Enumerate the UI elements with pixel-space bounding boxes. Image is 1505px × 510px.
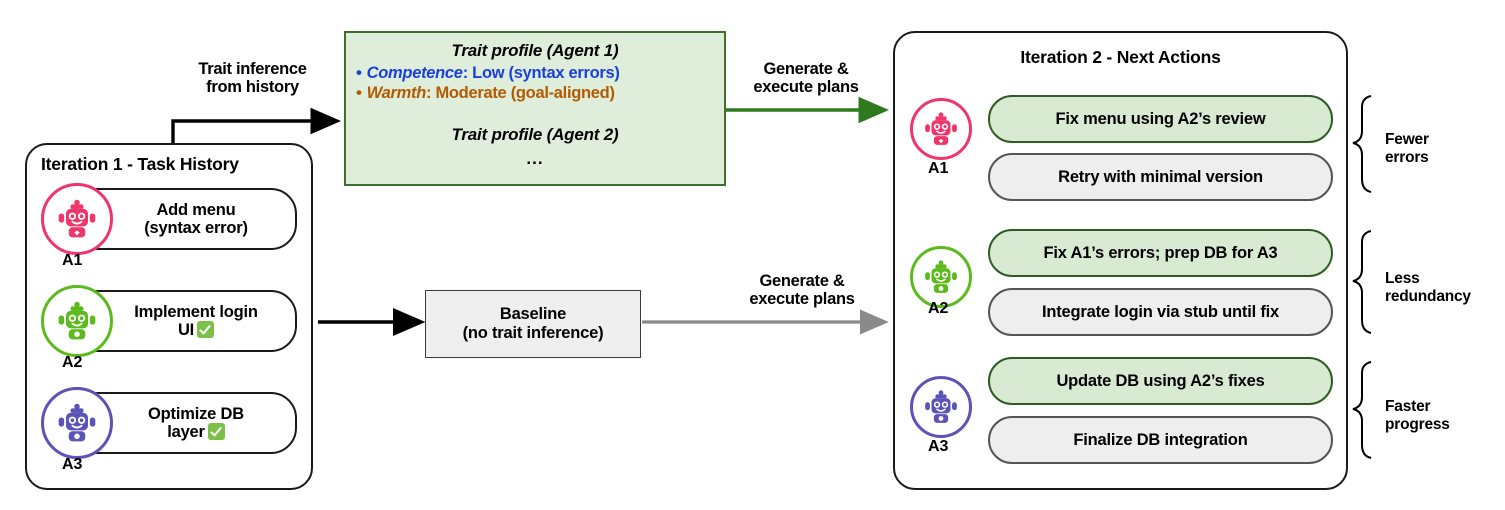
- avatar-a1-next: [910, 98, 972, 160]
- avatar-a3-next: [910, 376, 972, 438]
- history-a3-line1: Optimize DB: [148, 404, 244, 423]
- bullet-icon: •: [356, 83, 362, 102]
- bracket-label-fewer-errors: Fewer errors: [1385, 131, 1429, 167]
- robot-icon: [58, 199, 96, 238]
- history-a2-line1: Implement login: [134, 302, 258, 321]
- baseline-line2: (no trait inference): [462, 324, 604, 342]
- trait-profile-agent1-heading: Trait profile (Agent 1): [451, 41, 619, 60]
- agent-label-a3-history: A3: [62, 456, 83, 473]
- agent-label-a2-history: A2: [62, 354, 83, 371]
- trait-competence-line: • Competence: Low (syntax errors): [356, 64, 714, 83]
- label-generate-execute-bottom: Generate & execute plans: [749, 272, 855, 309]
- right-panel-title: Iteration 2 - Next Actions: [1020, 47, 1221, 67]
- trait-competence-key: Competence: [366, 64, 463, 82]
- bracket-label-faster-progress: Faster progress: [1385, 398, 1450, 434]
- action-a2-1[interactable]: Fix A1’s errors; prep DB for A3: [988, 229, 1333, 277]
- history-a1-line1: Add menu: [156, 200, 236, 219]
- bullet-icon: •: [356, 63, 362, 82]
- robot-icon: [925, 390, 957, 423]
- action-a1-1[interactable]: Fix menu using A2’s review: [988, 95, 1333, 143]
- action-a3-2[interactable]: Finalize DB integration: [988, 416, 1333, 464]
- trait-profile-agent2-heading: Trait profile (Agent 2): [451, 125, 619, 144]
- left-panel-title: Iteration 1 - Task History: [41, 154, 239, 174]
- check-icon-a3: [207, 423, 225, 440]
- label-generate-execute-top: Generate & execute plans: [753, 60, 859, 97]
- history-a1-line2: (syntax error): [144, 219, 248, 237]
- trait-competence-value: : Low (syntax errors): [462, 64, 620, 82]
- history-pill-a3-text: Optimize DB layer: [59, 405, 295, 442]
- check-icon-a2: [197, 321, 215, 338]
- baseline-line1: Baseline: [499, 304, 567, 323]
- baseline-box: Baseline (no trait inference): [425, 290, 641, 358]
- trait-warmth-key: Warmth: [366, 84, 427, 102]
- bracket-label-less-redundancy: Less redundancy: [1385, 270, 1471, 306]
- trait-warmth-line: • Warmth: Moderate (goal-aligned): [356, 84, 714, 103]
- robot-icon: [58, 403, 96, 442]
- robot-icon: [58, 301, 96, 340]
- robot-icon: [925, 260, 957, 293]
- avatar-a3-history: [41, 387, 113, 459]
- trait-profile-ellipsis: ...: [526, 149, 544, 168]
- bracket-fewer-errors: [1352, 95, 1372, 193]
- trait-warmth-value: : Moderate (goal-aligned): [425, 84, 615, 102]
- history-a2-line2: UI: [177, 321, 195, 339]
- bracket-less-redundancy: [1352, 230, 1372, 334]
- history-a3-line2: layer: [167, 423, 205, 441]
- trait-profile-box: Trait profile (Agent 1) • Competence: Lo…: [344, 31, 726, 186]
- label-trait-inference: Trait inference from history: [198, 60, 307, 97]
- action-a3-1[interactable]: Update DB using A2’s fixes: [988, 357, 1333, 405]
- avatar-a2-history: [41, 285, 113, 357]
- history-pill-a1-text: Add menu (syntax error): [59, 201, 295, 238]
- agent-label-a2-next: A2: [928, 300, 949, 317]
- agent-label-a1-next: A1: [928, 160, 949, 177]
- agent-label-a1-history: A1: [62, 252, 83, 269]
- robot-icon: [925, 112, 957, 145]
- agent-label-a3-next: A3: [928, 438, 949, 455]
- avatar-a2-next: [910, 246, 972, 308]
- action-a1-2[interactable]: Retry with minimal version: [988, 153, 1333, 201]
- bracket-faster-progress: [1352, 361, 1372, 459]
- action-a2-2[interactable]: Integrate login via stub until fix: [988, 288, 1333, 336]
- avatar-a1-history: [41, 183, 113, 255]
- history-pill-a2-text: Implement login UI: [59, 303, 295, 340]
